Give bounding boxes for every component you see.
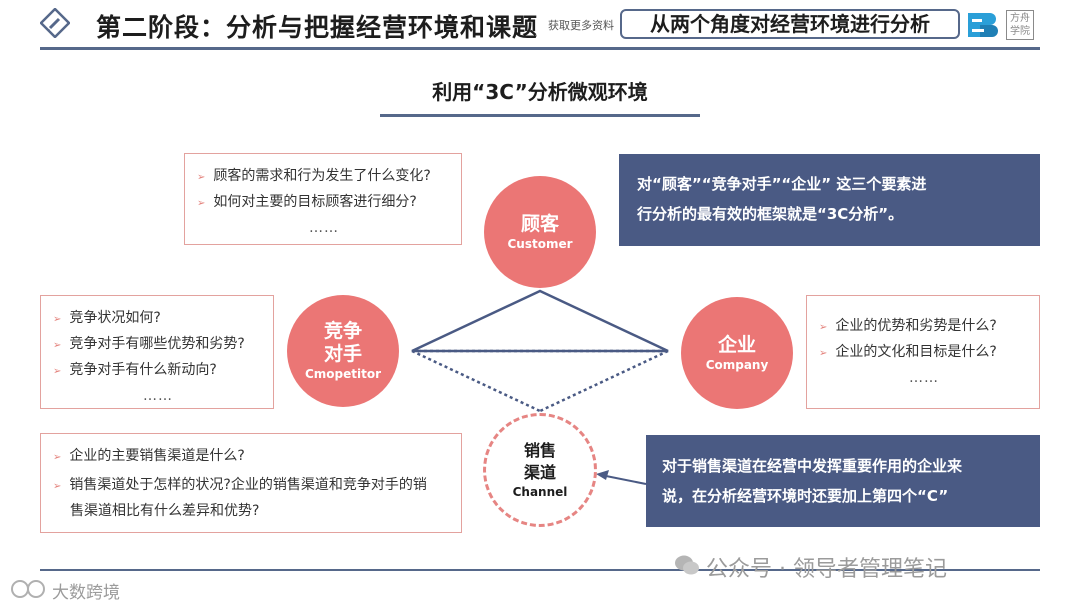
section-title: 利用“3C”分析微观环境 <box>432 80 648 104</box>
list-item: ➢竞争对手有什么新动向? <box>53 362 217 378</box>
arrow-right-icon <box>596 470 647 485</box>
list-item: ➢竞争状况如何? <box>53 310 161 326</box>
list-item: ➢竞争对手有哪些优势和劣势? <box>53 336 245 352</box>
channel-label-en: Channel <box>512 485 568 499</box>
company-questions-box: ➢企业的优势和劣势是什么? ➢企业的文化和目标是什么? …… <box>806 295 1040 409</box>
competitor-label-en: Cmopetitor <box>304 367 382 381</box>
customer-circle: 顾客 Customer <box>484 176 596 288</box>
competitor-label-cn-2: 对手 <box>323 343 362 365</box>
ellipsis: …… <box>309 220 339 236</box>
list-item: ➢顾客的需求和行为发生了什么变化? <box>197 168 431 184</box>
list-item: ➢企业的主要销售渠道是什么? <box>53 448 245 464</box>
bullet-arrow-icon: ➢ <box>53 481 62 492</box>
ellipsis: …… <box>143 388 173 404</box>
wechat-watermark: 公众号 · 领导者管理笔记 <box>706 557 947 582</box>
competitor-questions-box: ➢竞争状况如何? ➢竞争对手有哪些优势和劣势? ➢竞争对手有什么新动向? …… <box>40 295 274 409</box>
stamp-logo: 方舟学院 <box>1006 10 1034 40</box>
list-item: ➢企业的文化和目标是什么? <box>819 344 997 360</box>
channel-circle: 销售 渠道 Channel <box>483 413 597 527</box>
customer-questions-box: ➢顾客的需求和行为发生了什么变化? ➢如何对主要的目标顾客进行细分? …… <box>184 153 462 245</box>
brand-logo-icon <box>968 13 998 37</box>
company-label-cn: 企业 <box>717 333 756 356</box>
bullet-arrow-icon: ➢ <box>197 172 206 183</box>
bottom-watermark: 大数跨境 <box>52 583 120 603</box>
company-label-en: Company <box>705 357 769 372</box>
list-item: ➢如何对主要的目标顾客进行细分? <box>197 194 417 210</box>
note-line: 行分析的最有效的框架就是“3C分析”。 <box>637 205 904 223</box>
bullet-arrow-icon: ➢ <box>819 348 828 359</box>
bullet-arrow-icon: ➢ <box>53 366 62 377</box>
customer-label-en: Customer <box>507 236 573 251</box>
pencil-icon <box>40 8 70 38</box>
note-line: 对于销售渠道在经营中发挥重要作用的企业来 <box>662 457 963 475</box>
company-circle: 企业 Company <box>681 297 793 409</box>
note-line: 对“顾客”“竞争对手”“企业” 这三个要素进 <box>637 175 927 193</box>
note-line: 说，在分析经营环境时还要加上第四个“C” <box>662 487 949 505</box>
footer-divider <box>40 569 1040 571</box>
watermark-logo-icon <box>11 580 45 598</box>
channel-questions-box: ➢企业的主要销售渠道是什么? ➢销售渠道处于怎样的状况?企业的销售渠道和竞争对手… <box>40 433 462 533</box>
three-c-note: 对“顾客”“竞争对手”“企业” 这三个要素进 行分析的最有效的框架就是“3C分析… <box>619 154 1040 246</box>
bullet-arrow-icon: ➢ <box>53 340 62 351</box>
wechat-icon <box>675 555 699 575</box>
bullet-arrow-icon: ➢ <box>53 314 62 325</box>
channel-label-cn-1: 销售 <box>523 441 556 460</box>
list-item: ➢销售渠道处于怎样的状况?企业的销售渠道和竞争对手的销 <box>53 477 427 493</box>
page-subtitle: 从两个角度对经营环境进行分析 <box>620 9 960 39</box>
overlay-watermark: 获取更多资料 <box>548 19 614 32</box>
bullet-arrow-icon: ➢ <box>819 322 828 333</box>
section-title-underline <box>380 114 700 117</box>
bullet-arrow-icon: ➢ <box>53 452 62 463</box>
customer-label-cn: 顾客 <box>520 212 559 235</box>
page-title: 第二阶段：分析与把握经营环境和课题 <box>96 13 539 42</box>
ellipsis: …… <box>909 370 939 386</box>
bullet-arrow-icon: ➢ <box>197 198 206 209</box>
competitor-circle: 竞争 对手 Cmopetitor <box>287 295 399 407</box>
header-divider <box>40 47 1040 50</box>
channel-label-cn-2: 渠道 <box>523 463 556 482</box>
list-item: 售渠道相比有什么差异和优势? <box>70 503 260 519</box>
competitor-label-cn-1: 竞争 <box>323 320 362 342</box>
list-item: ➢企业的优势和劣势是什么? <box>819 318 997 334</box>
fourth-c-note: 对于销售渠道在经营中发挥重要作用的企业来 说，在分析经营环境时还要加上第四个“C… <box>646 435 1040 527</box>
